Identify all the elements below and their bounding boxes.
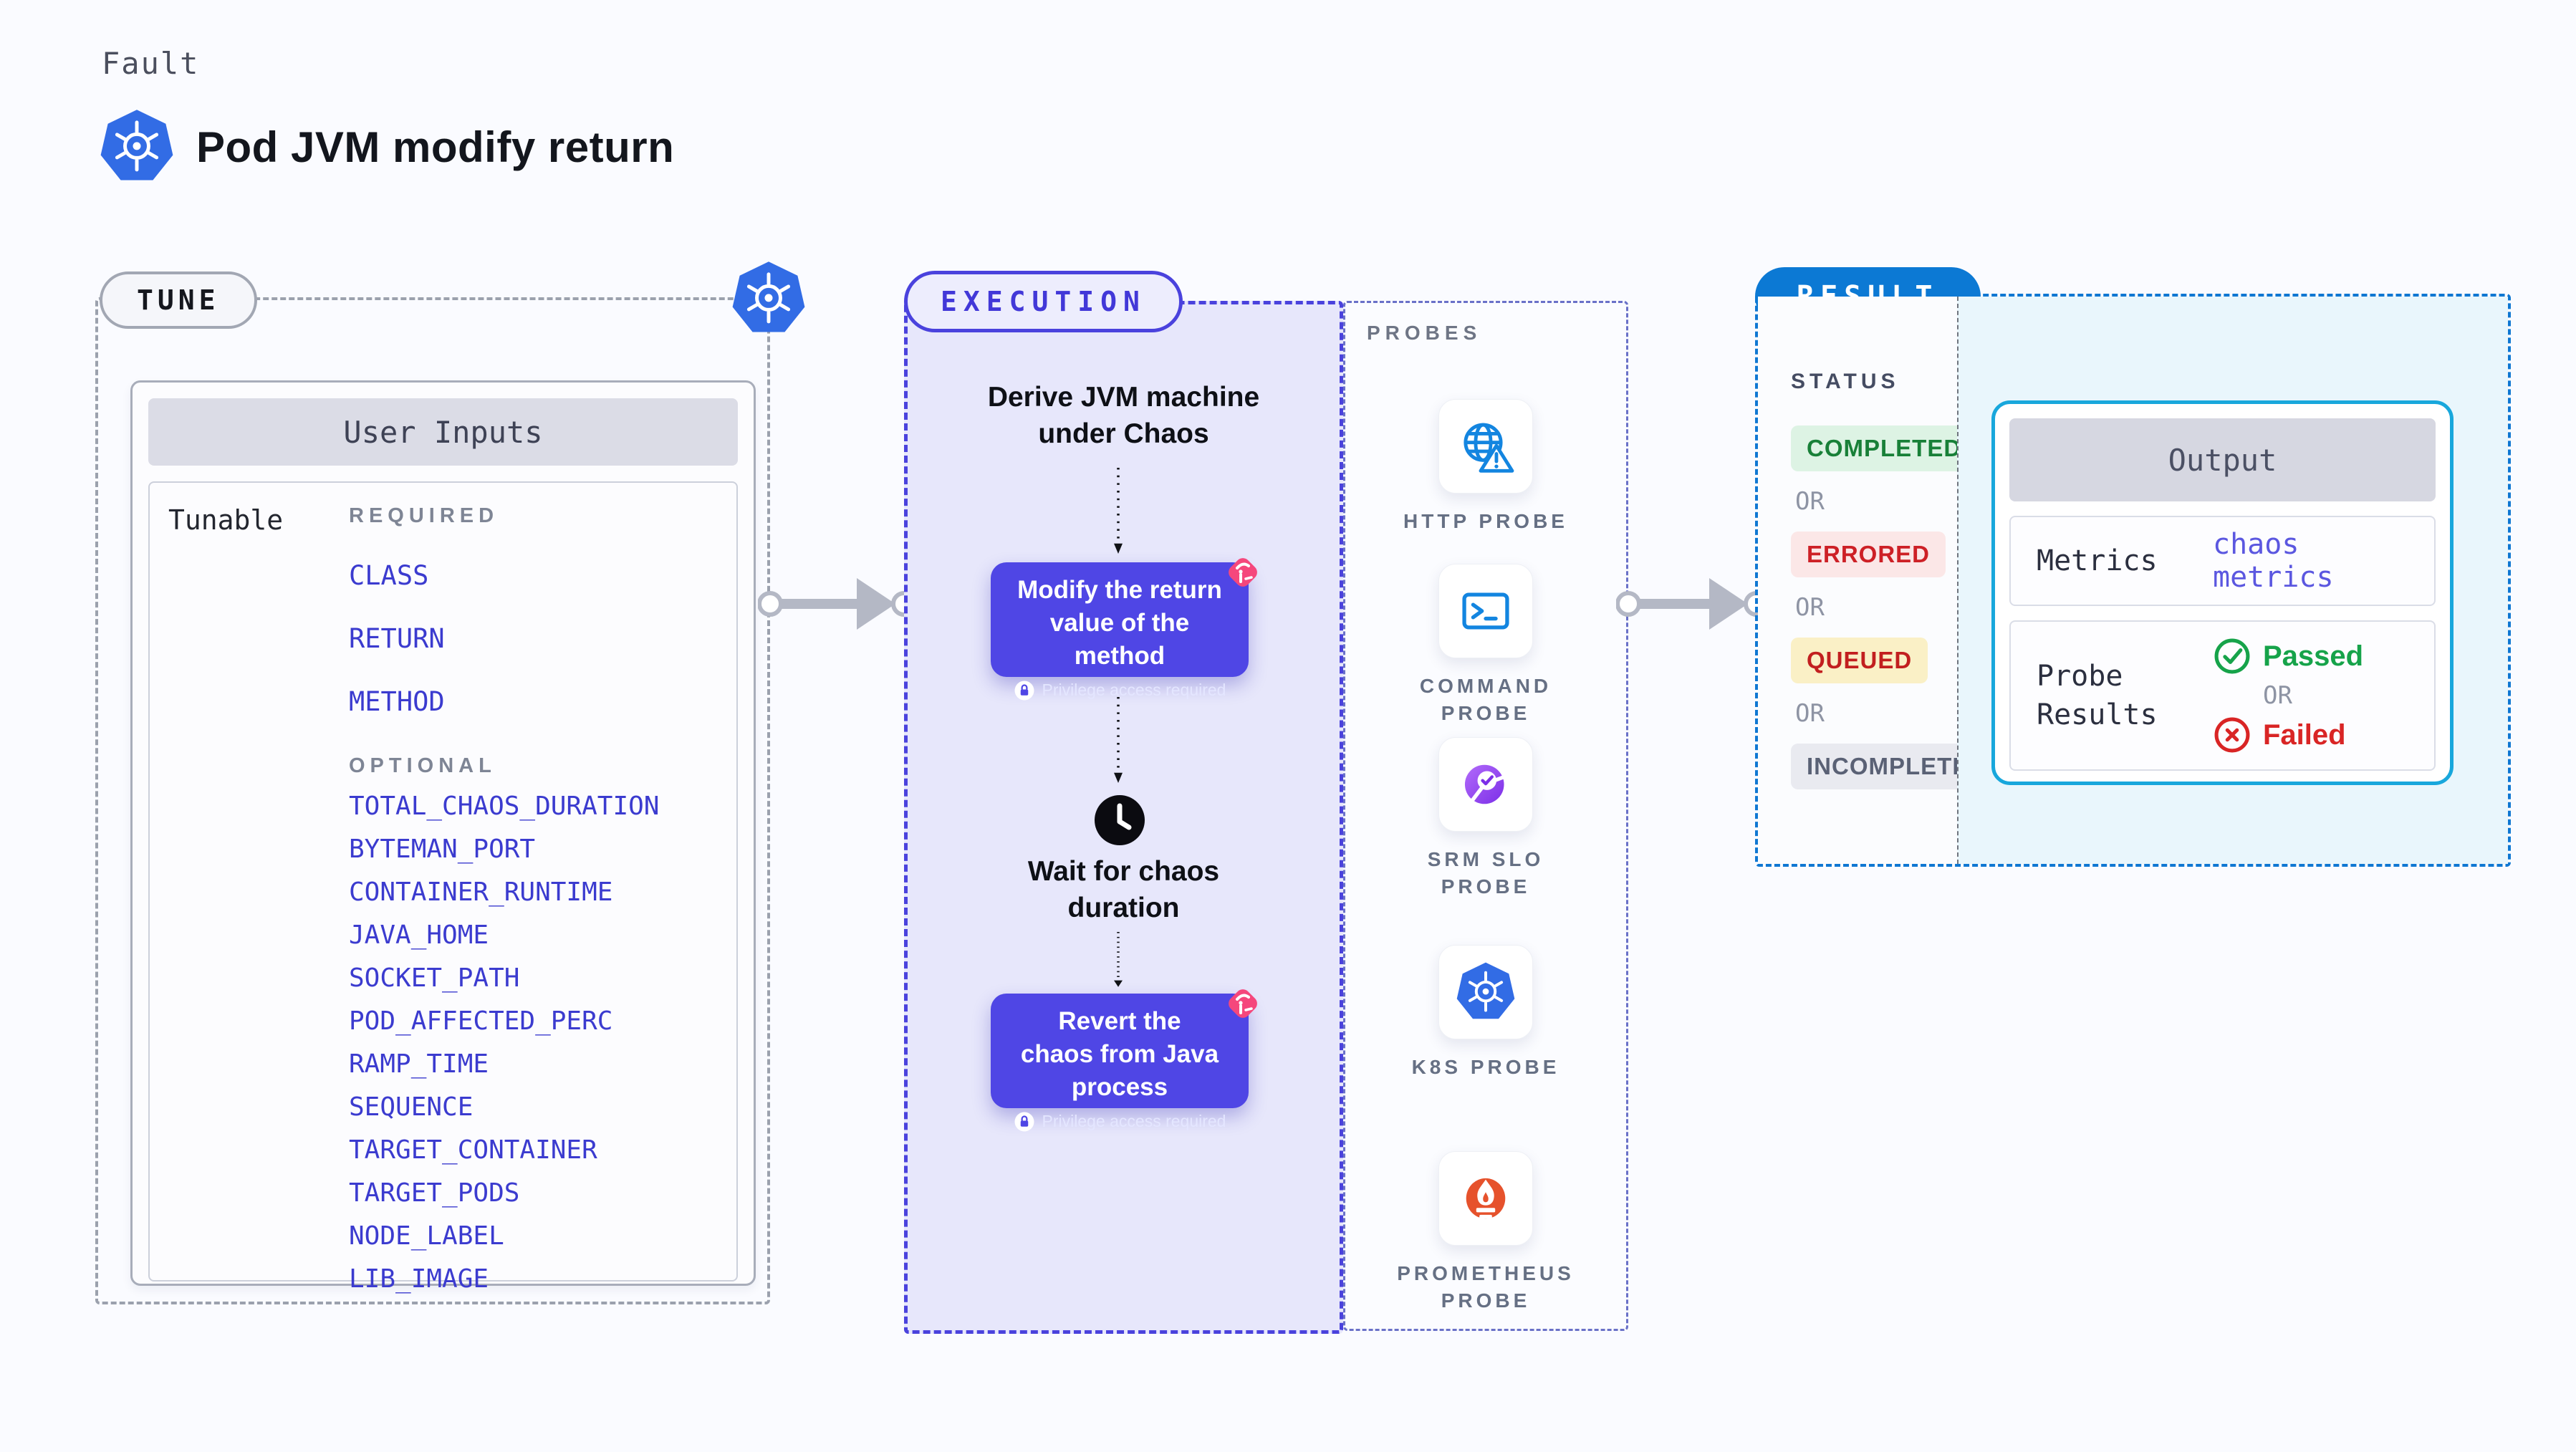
required-label: REQUIRED — [349, 504, 499, 527]
probe-name: HTTP PROBE — [1403, 510, 1568, 532]
metrics-row: Metrics chaos metrics — [2009, 516, 2436, 606]
clock-icon — [1092, 793, 1147, 847]
arrow-execution-to-result — [1616, 578, 1769, 630]
probe-name: SRM SLO PROBE — [1427, 848, 1544, 898]
or-label: OR — [1795, 699, 1825, 728]
tunable-items: REQUIRED CLASS RETURN METHOD OPTIONAL TO… — [349, 504, 736, 1294]
output-header: Output — [2009, 418, 2436, 501]
dotted-arrow — [1107, 697, 1129, 784]
kubernetes-icon — [729, 259, 808, 338]
lock-icon — [1014, 680, 1035, 701]
metrics-value: chaos metrics — [2213, 528, 2334, 594]
status-badge-completed: COMPLETED — [1791, 425, 1978, 471]
result-panel: RESULT STATUS COMPLETED OR ERRORED OR QU… — [1755, 267, 2511, 867]
privilege-note-text: Privilege access required — [1042, 681, 1226, 700]
chaos-pink-icon — [1221, 551, 1264, 594]
dotted-arrow — [1107, 468, 1129, 555]
derive-step: Derive JVM machine under Chaos — [987, 382, 1260, 450]
failed-label: Failed — [2263, 718, 2346, 751]
status-column: STATUS COMPLETED OR ERRORED OR QUEUED OR… — [1758, 297, 2003, 864]
revert-step-label: Revert the chaos from Java process — [1020, 1007, 1219, 1102]
probe-results-label: Probe Results — [2037, 660, 2158, 731]
kubernetes-icon — [97, 107, 176, 186]
probe-name: COMMAND PROBE — [1419, 675, 1552, 724]
probe-item: HTTP PROBE — [1345, 399, 1626, 535]
check-circle-icon — [2213, 637, 2251, 675]
kubernetes-icon — [1454, 961, 1517, 1024]
probes-label: PROBES — [1367, 322, 1482, 344]
tunable-item: SEQUENCE — [349, 1092, 474, 1122]
tunable-item: LIB_IMAGE — [349, 1264, 489, 1294]
user-inputs-header: User Inputs — [148, 398, 738, 466]
probe-results-row: Probe Results Passed OR Failed — [2009, 620, 2436, 771]
globe-warning-icon — [1454, 415, 1517, 478]
status-badge-errored: ERRORED — [1791, 532, 1946, 577]
probe-card — [1438, 737, 1533, 832]
or-label: OR — [2263, 681, 2292, 710]
or-label: OR — [1795, 487, 1825, 516]
probe-name: K8S PROBE — [1411, 1056, 1560, 1078]
execution-badge: EXECUTION — [904, 271, 1183, 332]
x-circle-icon — [2213, 716, 2251, 754]
revert-step-box: Revert the chaos from Java process Privi… — [991, 994, 1249, 1108]
probes-panel: PROBES HTTP PROBE COMMAND PROBE SRM SLO … — [1343, 301, 1628, 1331]
optional-label: OPTIONAL — [349, 754, 496, 777]
page-title: Pod JVM modify return — [196, 122, 675, 171]
arrow-tune-to-execution — [758, 578, 917, 630]
output-area: Output Metrics chaos metrics Probe Resul… — [1957, 297, 2508, 864]
prometheus-icon — [1454, 1167, 1517, 1230]
metrics-label: Metrics — [2037, 544, 2158, 577]
privilege-note-text: Privilege access required — [1042, 1112, 1226, 1131]
probe-item: COMMAND PROBE — [1345, 564, 1626, 727]
modify-step-box: Modify the return value of the method Pr… — [991, 562, 1249, 677]
lock-icon — [1014, 1111, 1035, 1133]
modify-step-label: Modify the return value of the method — [1017, 576, 1222, 670]
probe-results-values: Passed OR Failed — [2213, 637, 2434, 754]
wait-step: Wait for chaos duration — [1027, 856, 1220, 924]
probe-name: PROMETHEUS PROBE — [1397, 1262, 1575, 1312]
tunable-item: POD_AFFECTED_PERC — [349, 1006, 613, 1036]
user-inputs-body: Tunable REQUIRED CLASS RETURN METHOD OPT… — [148, 481, 738, 1294]
tunable-item: RETURN — [349, 623, 445, 654]
tunable-item: CLASS — [349, 560, 429, 591]
passed-label: Passed — [2263, 640, 2364, 672]
failed-row: Failed — [2213, 716, 2434, 754]
probe-card — [1438, 564, 1533, 658]
or-label: OR — [1795, 593, 1825, 622]
status-label: STATUS — [1791, 370, 1900, 393]
privilege-note: Privilege access required — [991, 1111, 1249, 1133]
terminal-icon — [1454, 580, 1517, 643]
probe-item: PROMETHEUS PROBE — [1345, 1151, 1626, 1314]
fault-label: Fault — [102, 46, 200, 81]
probe-card — [1438, 945, 1533, 1039]
tunable-item: TARGET_CONTAINER — [349, 1135, 597, 1165]
tunable-item: NODE_LABEL — [349, 1221, 504, 1251]
tunable-item: METHOD — [349, 686, 445, 717]
user-inputs-card: User Inputs Tunable REQUIRED CLASS RETUR… — [130, 380, 756, 1294]
dotted-arrow — [1107, 932, 1129, 988]
tunable-item: JAVA_HOME — [349, 920, 489, 950]
chaos-pink-icon — [1221, 982, 1264, 1025]
tunable-item: CONTAINER_RUNTIME — [349, 878, 613, 907]
tune-panel: TUNE User Inputs Tunable REQUIRED CLASS … — [95, 297, 770, 1304]
privilege-note: Privilege access required — [991, 680, 1249, 701]
probe-item: K8S PROBE — [1345, 945, 1626, 1081]
status-badge-queued: QUEUED — [1791, 638, 1928, 683]
execution-panel: EXECUTION Derive JVM machine under Chaos… — [904, 271, 1343, 1334]
tunable-item: RAMP_TIME — [349, 1049, 489, 1079]
title-row: Pod JVM modify return — [97, 107, 674, 186]
tunable-label: Tunable — [168, 504, 284, 536]
tunable-item: TOTAL_CHAOS_DURATION — [349, 792, 660, 821]
tunable-item: SOCKET_PATH — [349, 963, 520, 993]
tunable-item: TARGET_PODS — [349, 1178, 520, 1208]
probe-card — [1438, 1151, 1533, 1246]
probe-item: SRM SLO PROBE — [1345, 737, 1626, 900]
passed-row: Passed — [2213, 637, 2434, 675]
srm-slo-icon — [1454, 753, 1517, 816]
output-card: Output Metrics chaos metrics Probe Resul… — [1991, 400, 2454, 785]
tune-badge: TUNE — [100, 271, 257, 329]
tunable-item: BYTEMAN_PORT — [349, 835, 536, 864]
probe-card — [1438, 399, 1533, 494]
